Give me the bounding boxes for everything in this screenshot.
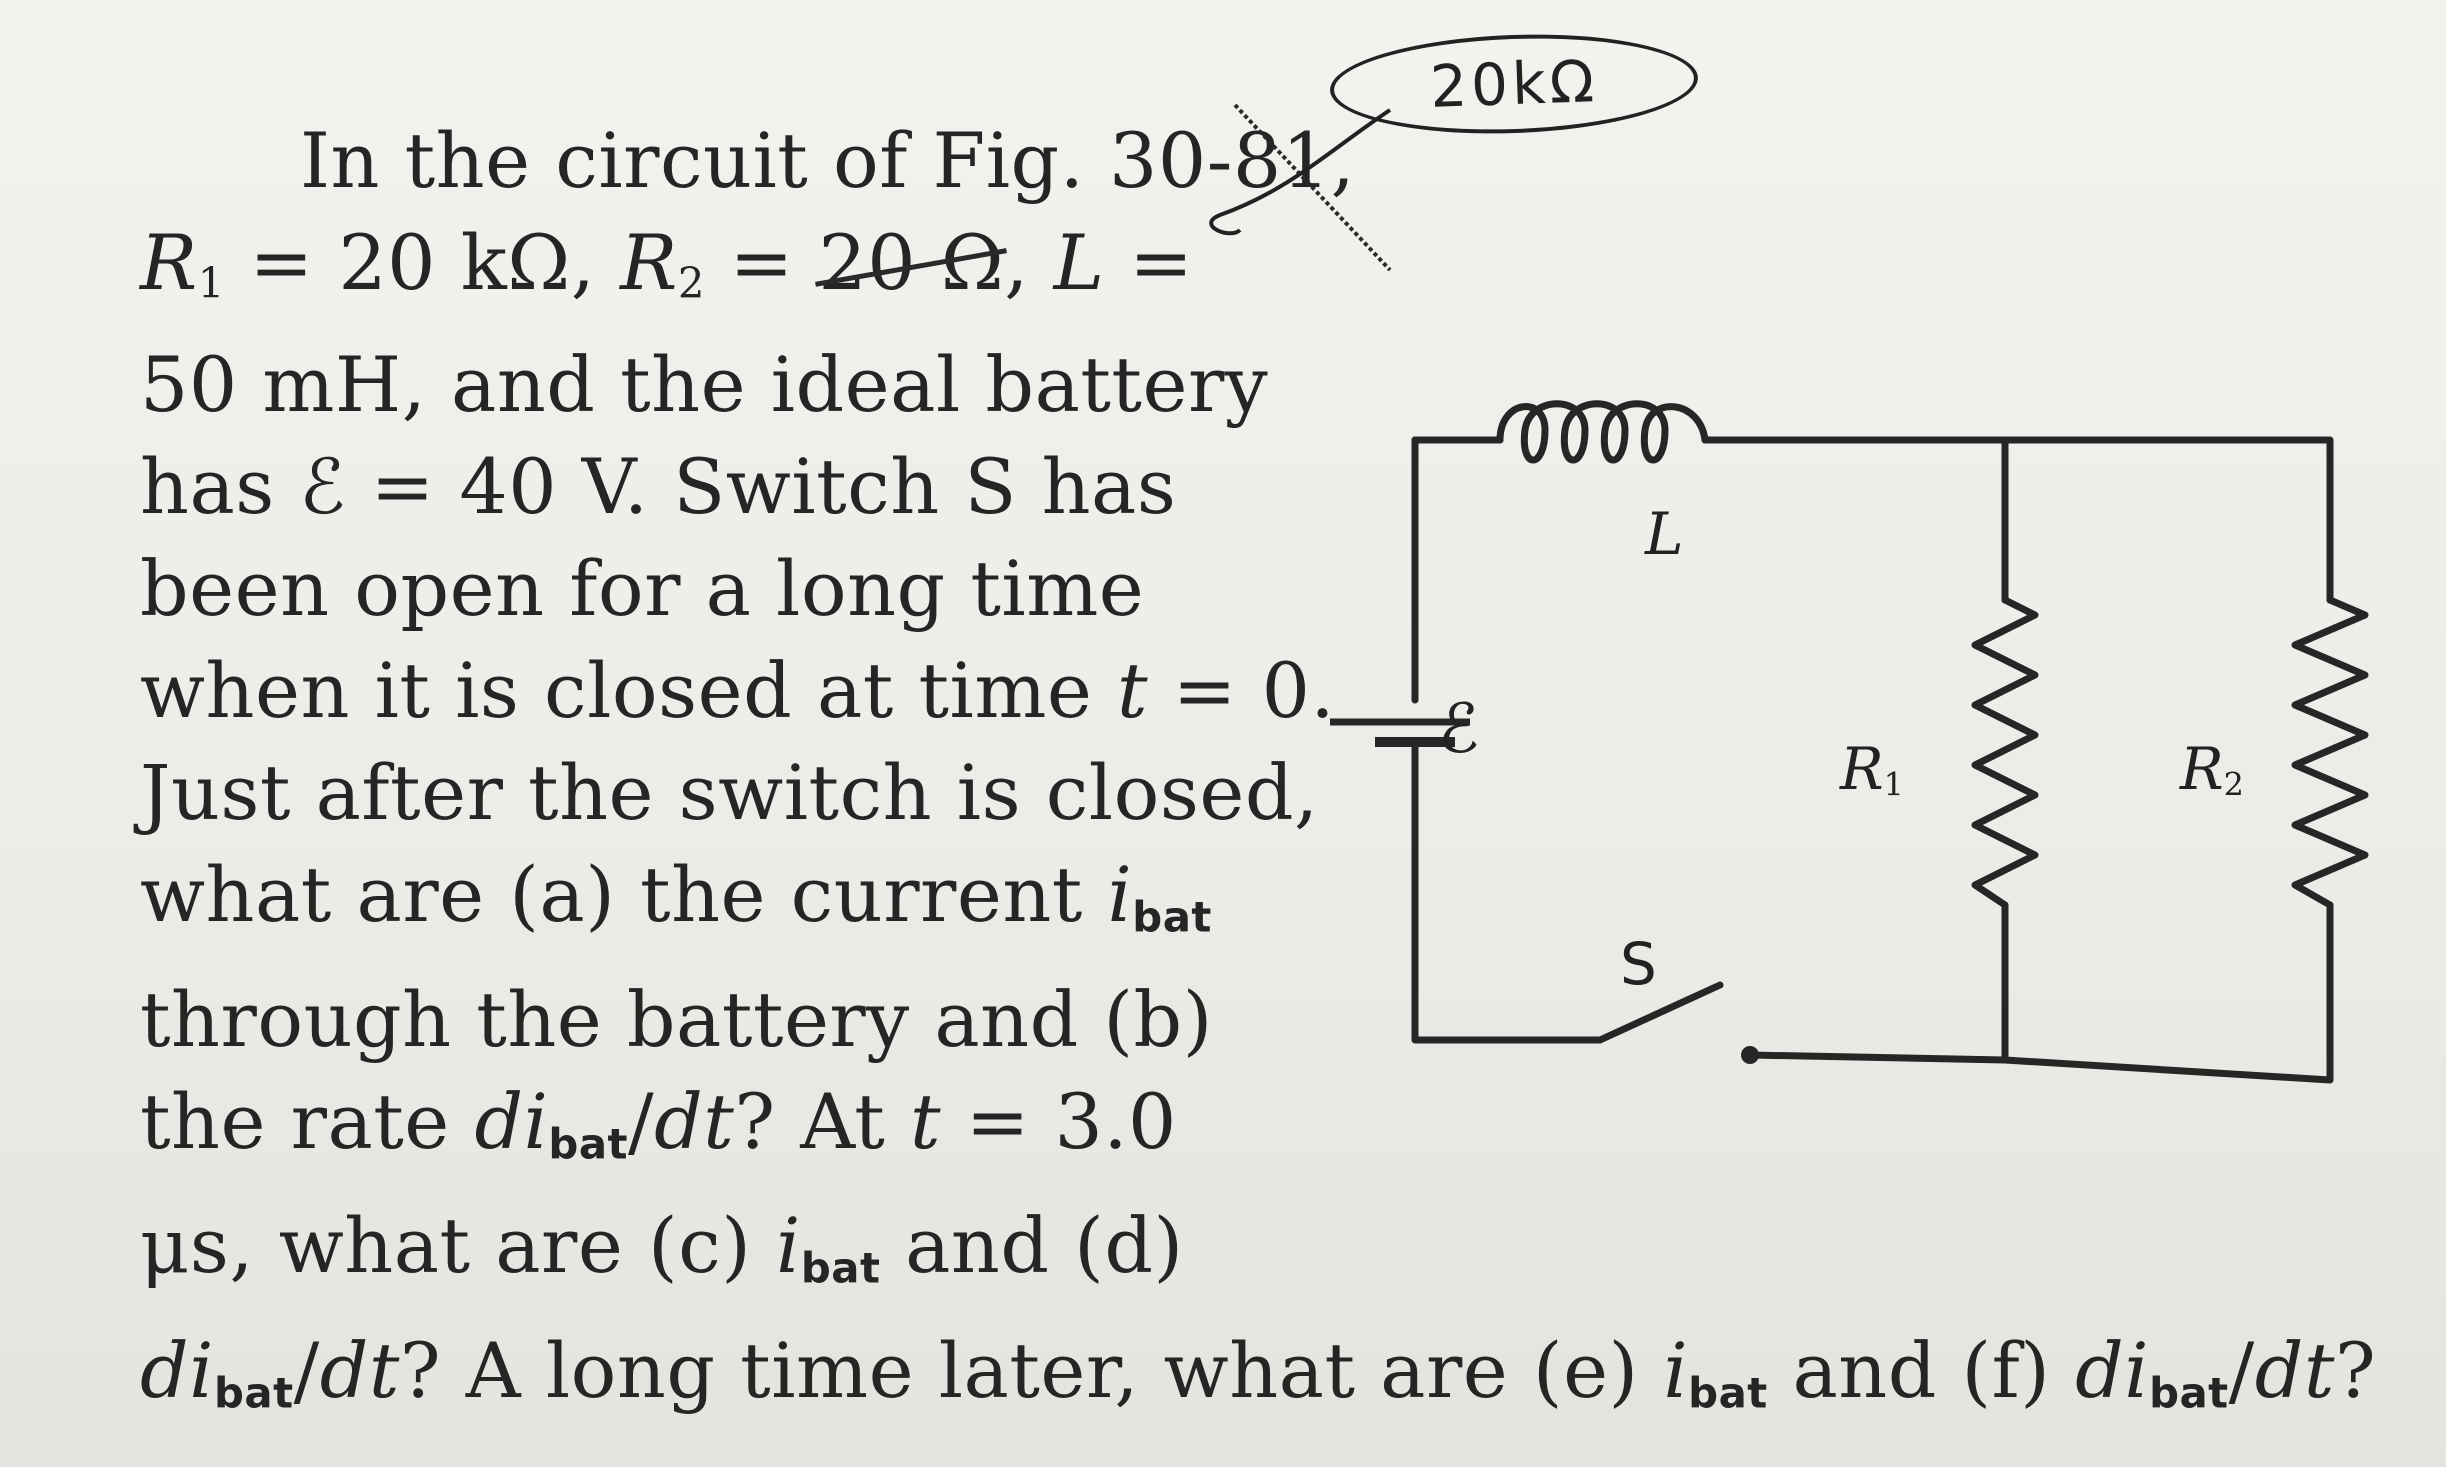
dt-symbol: dt: [654, 1076, 735, 1166]
r2-label: R2: [2180, 735, 2244, 803]
problem-line-9: through the battery and (b): [140, 974, 1213, 1064]
slash: /: [293, 1325, 320, 1415]
text-run: and (f): [1767, 1325, 2076, 1415]
r2-value-struck: 20 Ω: [818, 212, 1004, 314]
problem-line-10: the rate dibat/dt? At t = 3.0: [140, 1071, 1270, 1195]
text-run: ? A long time later, what are (e): [399, 1325, 1664, 1415]
problem-line-8: what are (a) the current ibat: [140, 844, 1270, 968]
text-run: when it is closed at time: [140, 646, 1118, 736]
slash: /: [628, 1076, 655, 1166]
text-run: and (d): [880, 1201, 1184, 1291]
bat-subscript: bat: [2149, 1368, 2229, 1418]
bat-subscript: bat: [213, 1368, 294, 1418]
problem-line-4: has ℰ = 40 V. Switch S has: [140, 442, 1177, 532]
problem-line-6: when it is closed at time t = 0.: [140, 640, 1335, 742]
r1-value: = 20 kΩ,: [224, 218, 621, 307]
dt-symbol: dt: [319, 1325, 400, 1415]
r1-label-letter: R: [1840, 735, 1884, 803]
r1-zigzag: [1971, 596, 2039, 909]
equals-sign: =: [1104, 218, 1194, 307]
equals-sign: =: [704, 218, 819, 307]
problem-line-12: dibat/dt? A long time later, what are (e…: [140, 1320, 2376, 1444]
inductor-coil: [1496, 400, 1709, 464]
bat-subscript: bat: [1132, 892, 1212, 942]
problem-line-7: Just after the switch is closed,: [140, 748, 1319, 838]
battery-label: ℰ: [1438, 690, 1480, 769]
bat-subscript: bat: [548, 1119, 629, 1169]
text-run: the rate: [140, 1076, 475, 1166]
i-symbol: i: [1107, 850, 1133, 940]
comma: ,: [1004, 218, 1054, 307]
problem-statement: In the circuit of Fig. 30-81, R1 = 20 kΩ…: [140, 110, 2376, 1444]
wire-top-right: [1701, 436, 2334, 604]
inductor-label: L: [1645, 500, 1684, 568]
wire-left-bottom: [1411, 741, 1604, 1044]
dt-symbol: dt: [2254, 1325, 2335, 1415]
text-run: what are (a) the current: [140, 850, 1108, 940]
di-symbol: di: [2075, 1325, 2150, 1415]
wire-bottom-right: [1746, 1051, 2009, 1064]
problem-line-1: In the circuit of Fig. 30-81,: [300, 116, 1356, 205]
text-run: ?: [2334, 1325, 2377, 1415]
di-symbol: di: [474, 1076, 549, 1166]
r2-label-letter: R: [2180, 735, 2224, 803]
r2-symbol: R: [620, 218, 678, 307]
bat-subscript: bat: [800, 1243, 881, 1293]
r2-subscript: 2: [677, 258, 705, 308]
r1-subscript: 1: [197, 258, 225, 308]
t-symbol: t: [1117, 646, 1149, 736]
switch-label: S: [1620, 930, 1657, 998]
l-symbol: L: [1053, 218, 1105, 307]
switch-arm: [1596, 981, 1724, 1044]
r2-label-sub: 2: [2223, 765, 2244, 804]
problem-line-5: been open for a long time: [140, 544, 1145, 634]
text-run: = 3.0: [941, 1076, 1177, 1166]
i-symbol: i: [776, 1201, 801, 1291]
r1-symbol: R: [140, 218, 198, 307]
problem-line-2: R1 = 20 kΩ, R2 = 20 Ω, L =: [140, 212, 1270, 334]
wire-r2-bottom: [2001, 901, 2334, 1084]
r2-zigzag: [2291, 596, 2369, 909]
i-symbol: i: [1663, 1325, 1689, 1415]
r1-label-sub: 1: [1883, 765, 1904, 804]
switch-contact: [1741, 1046, 1759, 1064]
text-run: = 0.: [1148, 646, 1336, 736]
problem-line-11: μs, what are (c) ibat and (d): [140, 1195, 1270, 1319]
problem-line-3: 50 mH, and the ideal battery: [140, 340, 1269, 430]
r1-label: R1: [1840, 735, 1904, 803]
t-symbol: t: [910, 1076, 942, 1166]
slash: /: [2228, 1325, 2255, 1415]
di-symbol: di: [140, 1325, 214, 1415]
text-run: ? At: [734, 1076, 910, 1166]
bat-subscript: bat: [1688, 1368, 1768, 1418]
text-run: μs, what are (c): [140, 1201, 777, 1291]
